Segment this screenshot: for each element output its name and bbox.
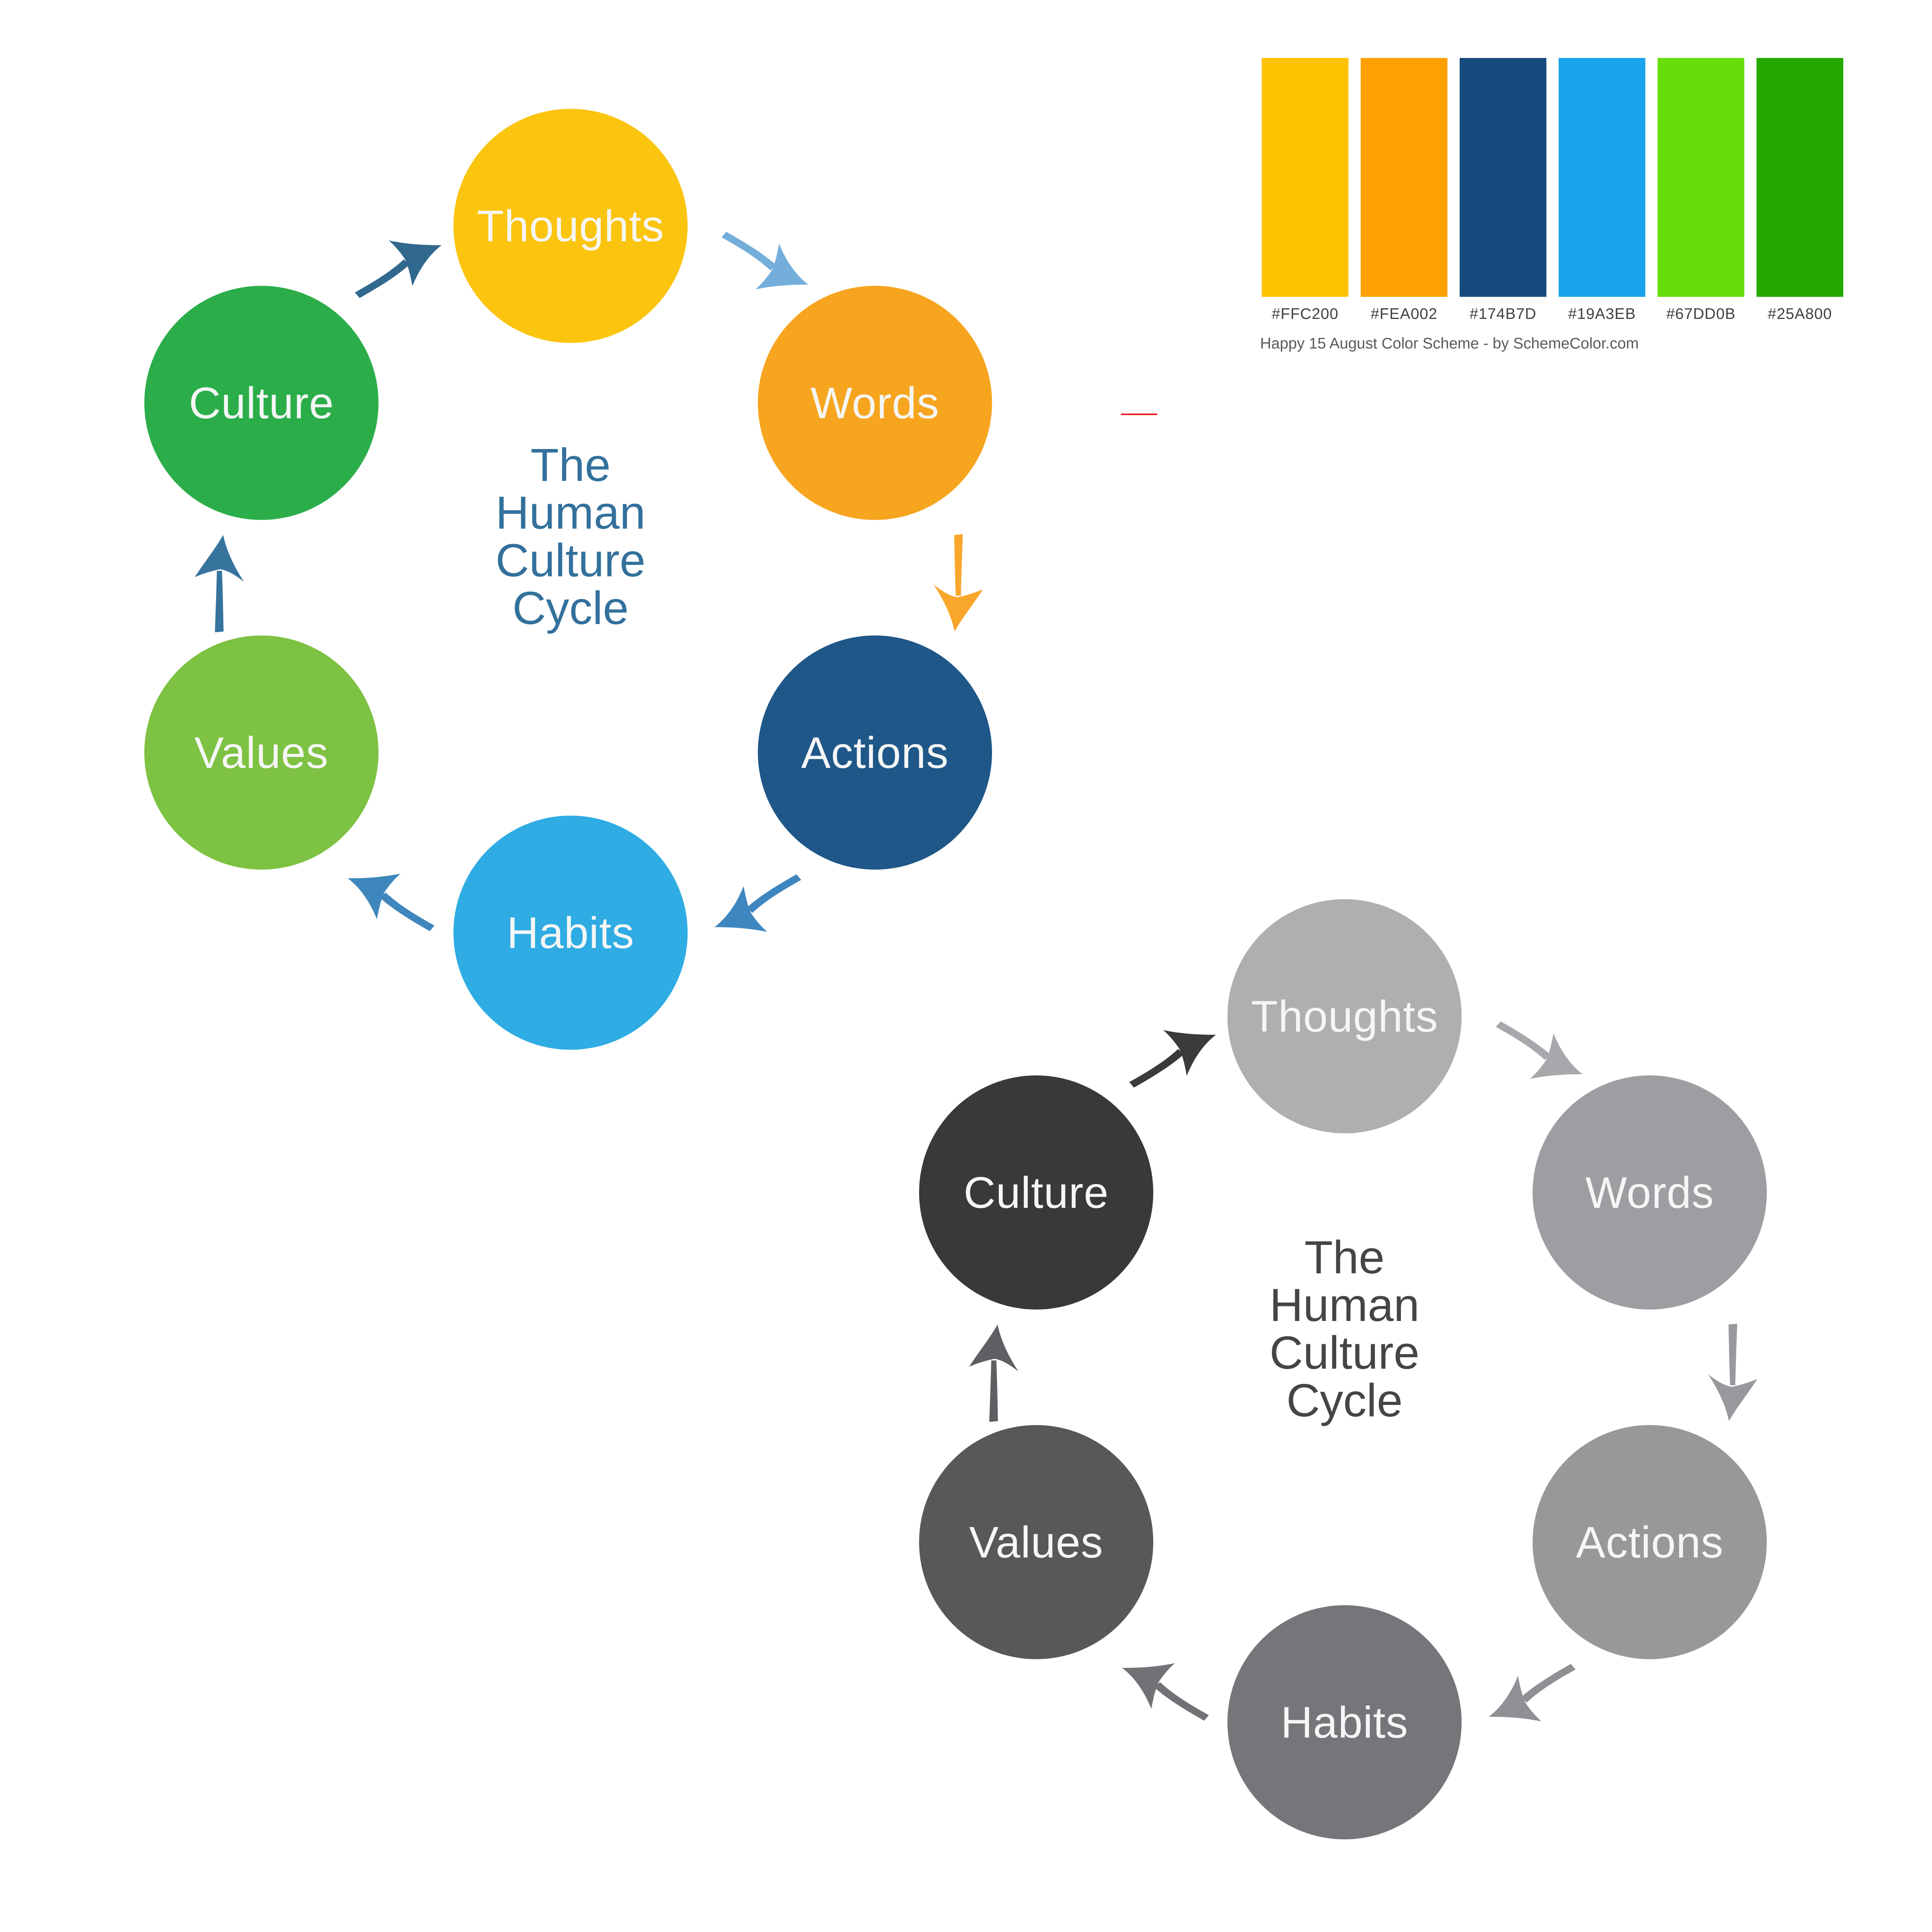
cycle-title: The Human Culture Cycle [1187, 1234, 1502, 1425]
node-label: Values [194, 728, 329, 777]
cycle-title-line: Culture [1269, 1327, 1420, 1379]
palette-swatch [1757, 58, 1843, 297]
gray-node-habits: Habits [1227, 1605, 1462, 1839]
colored-node-actions: Actions [758, 635, 992, 870]
palette-caption: Happy 15 August Color Scheme - by Scheme… [1260, 335, 1639, 352]
cycle-title-line: The [530, 439, 611, 491]
palette-swatch [1262, 58, 1348, 297]
cycle-title: The Human Culture Cycle [413, 442, 728, 632]
palette-hex-label: #174B7D [1470, 306, 1537, 322]
arrow-habits-to-values-icon [348, 874, 435, 931]
cycle-title-line: Human [1269, 1279, 1420, 1331]
palette-column: #FFC200 [1262, 58, 1348, 323]
cycle-title-line: Cycle [512, 582, 629, 634]
palette-column: #67DD0B [1658, 58, 1744, 323]
node-label: Words [1585, 1168, 1714, 1217]
palette-hex-label: #67DD0B [1666, 306, 1736, 322]
palette-swatch [1361, 58, 1447, 297]
palette-column: #FEA002 [1361, 58, 1447, 323]
colored-node-culture: Culture [144, 286, 379, 520]
node-label: Thoughts [477, 201, 664, 251]
arrow-culture-to-thoughts-icon [1129, 1030, 1216, 1088]
color-palette: #FFC200 #FEA002 #174B7D #19A3EB #67DD0B … [1262, 58, 1843, 323]
gray-node-values: Values [919, 1425, 1153, 1659]
cycle-title-line: Human [495, 487, 646, 539]
palette-column: #25A800 [1757, 58, 1843, 323]
cycle-title-line: Culture [495, 535, 646, 587]
cycle-title-line: Cycle [1286, 1375, 1403, 1427]
colored-node-words: Words [758, 286, 992, 520]
red-line-artifact [1121, 414, 1157, 415]
palette-hex-label: #19A3EB [1568, 306, 1636, 322]
arrow-values-to-culture-icon [195, 535, 244, 632]
node-label: Habits [1281, 1697, 1408, 1747]
node-label: Culture [963, 1168, 1109, 1217]
colored-node-habits: Habits [453, 816, 688, 1050]
gray-node-culture: Culture [919, 1075, 1153, 1310]
arrow-habits-to-values-icon [1122, 1663, 1209, 1721]
node-label: Habits [507, 908, 634, 958]
arrow-values-to-culture-icon [969, 1325, 1018, 1422]
arrow-actions-to-habits-icon [714, 874, 801, 932]
palette-hex-label: #25A800 [1768, 306, 1832, 322]
arrow-thoughts-to-words-icon [722, 232, 808, 289]
colored-node-values: Values [144, 635, 379, 870]
arrow-actions-to-habits-icon [1489, 1664, 1576, 1721]
node-label: Values [969, 1517, 1104, 1567]
palette-column: #19A3EB [1559, 58, 1645, 323]
node-label: Words [810, 378, 940, 428]
palette-swatch [1658, 58, 1744, 297]
palette-hex-label: #FEA002 [1371, 306, 1438, 322]
node-label: Thoughts [1251, 991, 1438, 1041]
cycle-title-line: The [1304, 1231, 1385, 1284]
arrow-words-to-actions-icon [934, 534, 983, 632]
arrow-words-to-actions-icon [1708, 1324, 1757, 1421]
colored-node-thoughts: Thoughts [453, 109, 688, 343]
gray-node-thoughts: Thoughts [1227, 899, 1462, 1133]
palette-column: #174B7D [1460, 58, 1546, 323]
node-label: Actions [801, 728, 949, 777]
palette-hex-label: #FFC200 [1272, 306, 1339, 322]
arrow-culture-to-thoughts-icon [355, 240, 442, 298]
arrow-thoughts-to-words-icon [1496, 1021, 1583, 1079]
gray-node-words: Words [1533, 1075, 1767, 1310]
gray-node-actions: Actions [1533, 1425, 1767, 1659]
palette-swatch [1559, 58, 1645, 297]
node-label: Culture [188, 378, 334, 428]
node-label: Actions [1576, 1517, 1724, 1567]
palette-swatch [1460, 58, 1546, 297]
